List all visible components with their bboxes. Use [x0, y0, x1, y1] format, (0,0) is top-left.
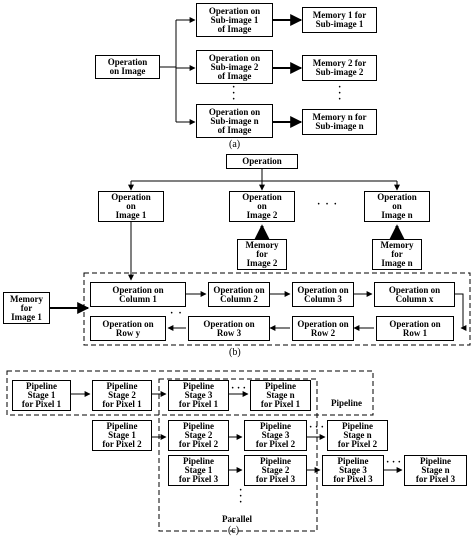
ellipsis-c-pixel3: · · · [386, 457, 402, 468]
box-stage1-pixel1: Pipeline Stage 1 for Pixel 1 [12, 380, 71, 411]
box-memory-image-1: Memory for Image 1 [3, 292, 50, 324]
box-op-subimage-2: Operation on Sub-image 2 of Image [196, 50, 273, 84]
box-stage1-pixel2: Pipeline Stage 1 for Pixel 2 [92, 420, 152, 451]
box-stage2-pixel1: Pipeline Stage 2 for Pixel 1 [92, 380, 152, 411]
box-op-image-1: Operation on Image 1 [98, 191, 164, 222]
ellipsis-c-pixel1: · · · [231, 383, 247, 394]
label-parallel: Parallel [222, 514, 252, 524]
caption-a: (a) [229, 139, 241, 150]
ellipsis-a-mems: · · · [338, 82, 342, 105]
box-stage3-pixel3: Pipeline Stage 3 for Pixel 3 [322, 455, 384, 486]
ellipsis-c-pixel2: · · · [309, 422, 325, 433]
box-stage2-pixel2: Pipeline Stage 2 for Pixel 2 [168, 420, 229, 451]
box-op-row-2: Operation on Row 2 [292, 316, 354, 341]
box-stage2-pixel3: Pipeline Stage 2 for Pixel 3 [244, 455, 307, 486]
caption-c: (c) [228, 525, 240, 536]
caption-b: (b) [229, 347, 241, 358]
ellipsis-b-images: · · · [317, 199, 338, 210]
box-operation-on-image: Operation on Image [95, 55, 160, 79]
ellipsis-a-ops: · · · [232, 82, 236, 105]
box-op-image-2: Operation on Image 2 [229, 191, 295, 222]
box-memory-image-n: Memory for Image n [372, 239, 422, 270]
panel-b-wires [50, 169, 471, 346]
box-stagen-pixel2: Pipeline Stage n for Pixel 2 [327, 420, 388, 451]
box-op-row-3: Operation on Row 3 [188, 316, 270, 341]
box-stage1-pixel3: Pipeline Stage 1 for Pixel 3 [168, 455, 229, 486]
box-op-image-n: Operation on Image n [364, 191, 430, 222]
box-memory-1: Memory 1 for Sub-image 1 [302, 7, 377, 33]
panel-c-wires [6, 370, 403, 532]
box-operation-root: Operation [226, 154, 298, 169]
box-stagen-pixel3: Pipeline Stage n for Pixel 3 [404, 455, 467, 486]
box-op-row-y: Operation on Row y [90, 316, 166, 341]
box-op-column-x: Operation on Column x [374, 282, 455, 307]
box-stagen-pixel1: Pipeline Stage n for Pixel 1 [250, 380, 311, 411]
box-op-subimage-n: Operation on Sub-image n of Image [196, 104, 273, 138]
ellipsis-c-vertical: · · · [239, 485, 243, 508]
box-memory-image-2: Memory for Image 2 [237, 239, 287, 270]
ellipsis-b-rows: · · [170, 308, 182, 319]
box-op-column-1: Operation on Column 1 [90, 282, 186, 307]
box-memory-n: Memory n for Sub-image n [302, 109, 377, 135]
label-pipeline: Pipeline [331, 398, 362, 408]
box-stage3-pixel1: Pipeline Stage 3 for Pixel 1 [168, 380, 229, 411]
box-op-subimage-1: Operation on Sub-image 1 of Image [196, 3, 273, 37]
box-op-column-2: Operation on Column 2 [208, 282, 270, 307]
box-stage3-pixel2: Pipeline Stage 3 for Pixel 2 [244, 420, 307, 451]
panel-a-wires [160, 14, 303, 128]
box-op-column-3: Operation on Column 3 [292, 282, 354, 307]
box-op-row-1: Operation on Row 1 [376, 316, 454, 341]
box-memory-2: Memory 2 for Sub-image 2 [302, 55, 377, 81]
